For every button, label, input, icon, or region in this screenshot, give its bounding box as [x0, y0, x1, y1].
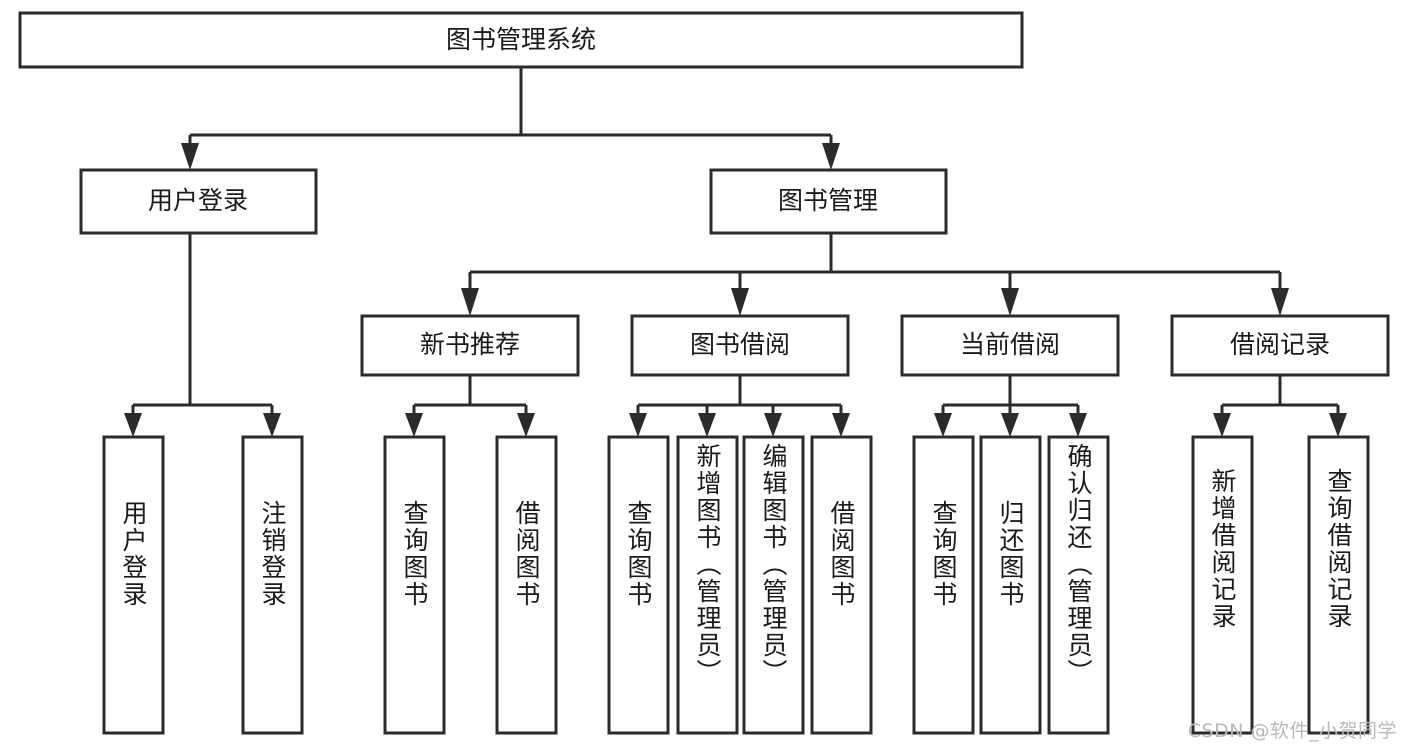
arrow-to-leaf-add-book: [698, 413, 716, 437]
arrow-to-leaf-query-book-1: [405, 413, 423, 437]
csdn-watermark: CSDN @软件_小贺同学: [1187, 720, 1397, 742]
node-borrow-record-label: 借阅记录: [1230, 330, 1330, 359]
arrow-root-to-book-management: [822, 143, 840, 170]
node-leaf-user-login[interactable]: [102, 435, 165, 735]
node-root-label: 图书管理系统: [446, 25, 596, 54]
arrow-to-leaf-edit-book: [764, 413, 782, 437]
node-user-login[interactable]: [79, 168, 318, 235]
node-book-management-label: 图书管理: [778, 186, 878, 215]
node-new-book-recommend-label: 新书推荐: [420, 330, 520, 359]
arrow-to-leaf-add-record: [1213, 413, 1231, 437]
node-leaf-confirm-return[interactable]: [1047, 435, 1110, 735]
node-leaf-return-book[interactable]: [979, 435, 1042, 735]
node-new-book-recommend[interactable]: [360, 314, 580, 377]
node-leaf-logout[interactable]: [241, 435, 304, 735]
arrow-to-book-borrow: [731, 288, 749, 316]
node-root[interactable]: [18, 11, 1024, 69]
edges-layer: [124, 67, 1347, 437]
arrow-to-leaf-borrow-book-1: [517, 413, 535, 437]
node-leaf-add-record[interactable]: [1191, 435, 1254, 735]
node-leaf-borrow-book-1[interactable]: [495, 435, 558, 735]
node-borrow-record[interactable]: [1170, 314, 1390, 377]
arrow-to-leaf-logout: [263, 413, 281, 437]
node-leaf-borrow-book-2[interactable]: [810, 435, 873, 735]
node-leaf-query-book-1[interactable]: [383, 435, 446, 735]
nodes-layer: 图书管理系统 用户登录 图书管理 新书推荐 图书借阅 当前借阅 借阅记录: [18, 11, 1390, 735]
arrow-to-leaf-query-book-3: [934, 413, 952, 437]
arrow-to-leaf-user-login: [124, 413, 142, 437]
node-leaf-query-book-3[interactable]: [912, 435, 975, 735]
arrow-to-leaf-query-record: [1329, 413, 1347, 437]
arrow-to-current-borrow: [1001, 288, 1019, 316]
arrow-to-leaf-borrow-book-2: [832, 413, 850, 437]
node-current-borrow-label: 当前借阅: [960, 330, 1060, 359]
arrow-to-borrow-record: [1271, 288, 1289, 316]
arrow-to-leaf-return-book: [1001, 413, 1019, 437]
node-leaf-query-record[interactable]: [1307, 435, 1370, 735]
arrow-to-leaf-query-book-2: [629, 413, 647, 437]
node-current-borrow[interactable]: [900, 314, 1120, 377]
node-book-borrow-label: 图书借阅: [690, 330, 790, 359]
node-book-management[interactable]: [709, 168, 948, 235]
node-book-borrow[interactable]: [630, 314, 850, 377]
node-leaf-edit-book[interactable]: [742, 435, 805, 735]
node-user-login-label: 用户登录: [148, 186, 248, 215]
arrow-to-new-book-recommend: [461, 288, 479, 316]
node-leaf-add-book[interactable]: [676, 435, 739, 735]
node-leaf-query-book-2[interactable]: [607, 435, 670, 735]
arrow-to-leaf-confirm-return: [1069, 413, 1087, 437]
arrow-root-to-user-login: [181, 143, 199, 170]
